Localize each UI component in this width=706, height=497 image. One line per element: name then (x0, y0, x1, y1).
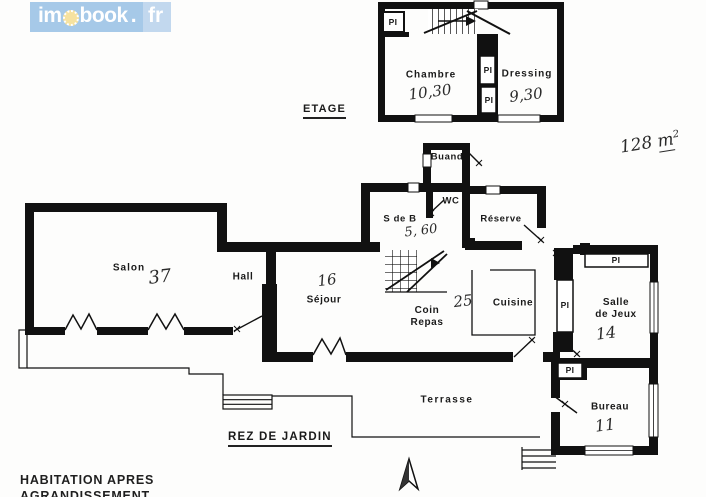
room-area-salon: 37 (147, 265, 173, 289)
room-label-cuisine: Cuisine (492, 297, 534, 309)
closet-label-cuisine-wall: PI (560, 300, 570, 310)
room-label-hall: Hall (232, 271, 254, 283)
closet-label-bureau: PI (565, 365, 575, 375)
closet-label-etage-1: PI (388, 17, 398, 27)
coin-repas-line2: Repas (410, 317, 444, 328)
room-label-buand: Buand (430, 151, 464, 163)
logo-text-im: im (38, 4, 62, 27)
caption-line1: HABITATION APRES (20, 473, 155, 487)
room-area-sejour: 16 (316, 269, 338, 291)
rez-de-jardin-title: REZ DE JARDIN (228, 431, 332, 447)
terrace-outline (18, 329, 556, 470)
room-label-sejour: Séjour (306, 294, 342, 306)
sun-icon (62, 9, 79, 26)
closet-label-etage-3: PI (484, 95, 494, 105)
closet-label-salle-de-jeux: PI (611, 255, 621, 265)
room-label-bureau: Bureau (590, 401, 630, 413)
rez-closets (556, 253, 649, 379)
room-label-salon: Salon (112, 262, 146, 274)
room-label-terrasse: Terrasse (420, 394, 474, 406)
closet-label-etage-2: PI (483, 65, 493, 75)
salle-de-jeux-line2: de Jeux (595, 309, 637, 320)
logo-text-fr: fr (143, 2, 172, 32)
rez-window-glazing (585, 282, 655, 451)
room-area-bureau: 11 (593, 414, 617, 436)
room-label-reserve: Réserve (480, 213, 522, 225)
caption-line2: AGRANDISSEMENT (20, 489, 150, 497)
door-swing-ticks (233, 159, 581, 408)
plan-caption: HABITATION APRES AGRANDISSEMENT (20, 472, 154, 497)
room-label-chambre: Chambre (405, 69, 457, 81)
french-window-icons (64, 312, 347, 356)
logo-text-book: book (79, 4, 129, 27)
rez-stairs-icon (385, 250, 448, 293)
etage-windows (414, 0, 541, 123)
room-label-s-de-b: S de B (383, 213, 417, 225)
kitchen-counter (471, 269, 536, 336)
coin-repas-line1: Coin (414, 305, 440, 316)
north-arrow-icon (398, 456, 420, 492)
room-label-wc: WC (442, 195, 460, 207)
logo-dot: . (130, 4, 137, 27)
salle-de-jeux-line1: Salle (602, 297, 630, 308)
room-area-salle-de-jeux: 14 (594, 322, 618, 344)
room-label-dressing: Dressing (501, 68, 553, 80)
etage-title: ETAGE (303, 103, 347, 119)
etage-stairs-icon (423, 9, 511, 35)
room-area-coin-repas: 25 (452, 290, 474, 312)
etage-closets (382, 11, 497, 114)
